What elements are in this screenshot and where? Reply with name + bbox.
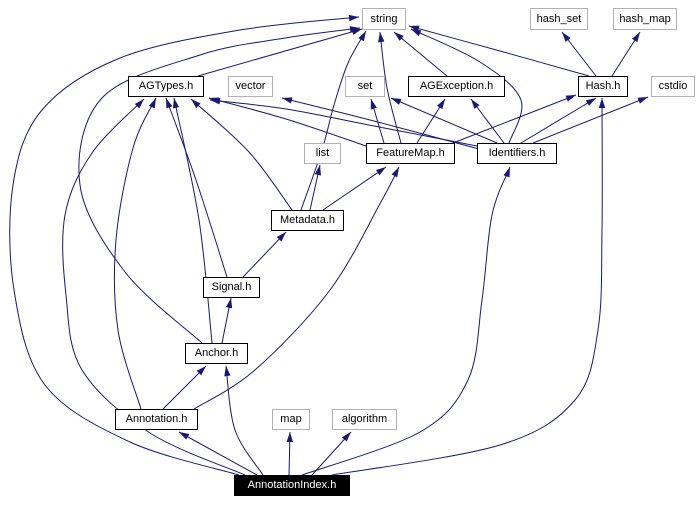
node-hash-set: hash_set [530, 8, 588, 30]
edge-hash-h-to-string [408, 25, 590, 77]
edge-annotation-h-to-featuremap-h [193, 166, 400, 410]
node-label: AnnotationIndex.h [247, 479, 337, 491]
node-signal-h[interactable]: Signal.h [203, 277, 260, 298]
node-label: map [280, 413, 302, 425]
arrowhead-agexception-h [471, 99, 480, 109]
node-agexception-h[interactable]: AGException.h [408, 76, 505, 97]
edge-annotationindex-h-to-annotation-h [178, 431, 258, 476]
arrowhead-string [358, 31, 366, 42]
node-set: set [345, 76, 385, 97]
arrowhead-string [378, 32, 385, 43]
node-label: FeatureMap.h [376, 147, 445, 159]
arrowhead-anchor-h [196, 366, 206, 376]
edge-metadata-h-to-string [300, 30, 367, 211]
arrowhead-hash-set [562, 32, 571, 42]
node-label: Metadata.h [279, 214, 336, 226]
edge-identifiers-h-to-vector [281, 97, 480, 150]
node-algorithm: algorithm [332, 409, 397, 430]
edge-identifiers-h-to-hash-h [520, 97, 597, 144]
node-label: Anchor.h [194, 347, 239, 359]
node-hash-h[interactable]: Hash.h [578, 76, 628, 97]
arrowhead-string [394, 32, 404, 41]
edge-annotationindex-h-to-hash-h [331, 97, 603, 476]
arrowhead-featuremap-h [391, 167, 399, 178]
edge-annotationindex-h-to-agtypes-h [62, 98, 246, 476]
arrowhead-identifiers-h [503, 167, 510, 178]
node-cstdio: cstdio [651, 76, 695, 97]
node-identifiers-h[interactable]: Identifiers.h [477, 143, 557, 164]
arrowhead-agtypes-h [166, 98, 173, 109]
arrowhead-anchor-h [224, 366, 231, 377]
edge-identifiers-h-to-agtypes-h [209, 99, 478, 147]
arrowhead-string [348, 14, 359, 22]
node-label: Annotation.h [125, 413, 188, 425]
node-label: algorithm [341, 413, 388, 425]
node-label: vector [235, 80, 266, 92]
node-map: map [272, 409, 310, 430]
edge-annotationindex-h-to-anchor-h [225, 365, 264, 476]
arrowhead-vector [282, 97, 293, 104]
edge-annotationindex-h-to-identifiers-h [301, 166, 511, 476]
node-featuremap-h[interactable]: FeatureMap.h [366, 143, 455, 164]
arrowhead-string [411, 29, 422, 37]
arrowhead-set [391, 98, 402, 105]
arrowhead-list [314, 165, 321, 176]
node-label: Identifiers.h [488, 147, 546, 159]
node-label: AGTypes.h [138, 80, 194, 92]
arrowhead-hash-h [565, 95, 576, 102]
node-label: hash_map [619, 12, 671, 25]
edge-featuremap-h-to-hash-h [452, 94, 577, 144]
edge-signal-h-to-metadata-h [242, 231, 287, 278]
edge-metadata-h-to-agtypes-h [190, 98, 293, 211]
node-annotation-h[interactable]: Annotation.h [115, 409, 198, 430]
edge-anchor-h-to-agtypes-h [173, 97, 213, 344]
arrowhead-metadata-h [276, 232, 286, 242]
arrowhead-string [349, 26, 360, 33]
edge-anchor-h-to-string [78, 27, 361, 344]
edge-signal-h-to-agtypes-h [165, 97, 228, 278]
node-list: list [304, 143, 341, 164]
arrowhead-agtypes-h [172, 98, 180, 109]
node-label: set [357, 80, 373, 92]
edge-featuremap-h-to-agtypes-h [208, 97, 367, 147]
node-label: cstdio [658, 80, 688, 92]
arrowhead-agtypes-h [191, 99, 201, 109]
node-metadata-h[interactable]: Metadata.h [271, 210, 344, 231]
arrowhead-featuremap-h [375, 167, 386, 176]
edge-annotation-h-to-anchor-h [162, 365, 207, 410]
arrowhead-map [286, 432, 293, 443]
node-agtypes-h[interactable]: AGTypes.h [128, 76, 204, 97]
node-anchor-h[interactable]: Anchor.h [185, 343, 248, 364]
node-annotationindex-h: AnnotationIndex.h [234, 475, 350, 496]
node-string: string [362, 8, 406, 30]
arrowhead-hash-map [631, 32, 640, 43]
arrowhead-algorithm [341, 432, 351, 442]
edge-agtypes-h-to-string [197, 28, 363, 77]
node-label: AGException.h [419, 80, 494, 92]
arrowhead-agtypes-h [148, 98, 156, 109]
arrowhead-hash-h [598, 98, 606, 108]
edge-agexception-h-to-string [393, 31, 448, 77]
node-label: Hash.h [585, 80, 621, 92]
node-label: Signal.h [211, 281, 252, 293]
edge-annotationindex-h-to-string [9, 16, 360, 476]
node-label: list [315, 147, 330, 159]
edge-metadata-h-to-featuremap-h [322, 166, 387, 211]
arrowhead-set [370, 99, 377, 110]
arrowhead-agtypes-h [134, 99, 144, 109]
edge-annotation-h-to-agtypes-h [113, 97, 157, 410]
arrowhead-signal-h [225, 298, 233, 309]
arrowhead-annotation-h [179, 432, 190, 440]
node-label: string [370, 12, 398, 25]
edge-identifiers-h-to-set [390, 97, 498, 144]
edge-identifiers-h-to-cstdio [532, 96, 649, 144]
node-label: hash_set [536, 12, 582, 25]
arrowhead-agtypes-h [210, 97, 221, 105]
node-vector: vector [228, 76, 273, 97]
arrowhead-cstdio [637, 97, 648, 104]
arrowhead-hash-h [585, 98, 596, 106]
node-hash-map: hash_map [613, 8, 677, 30]
arrowhead-agexception-h [436, 99, 445, 110]
